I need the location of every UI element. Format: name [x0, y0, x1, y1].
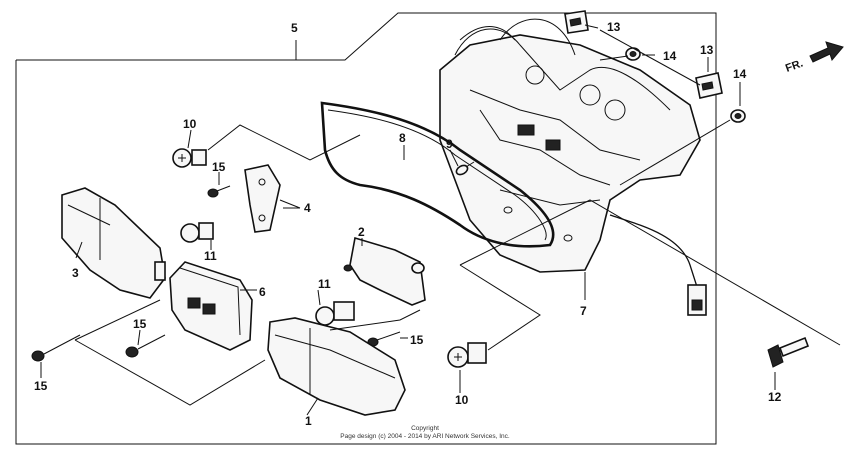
arrow-right-icon — [809, 41, 844, 63]
front-direction-indicator: FR. — [784, 41, 844, 75]
callout-13-upper: 13 — [607, 20, 621, 34]
fr-label: FR. — [784, 57, 805, 74]
callout-1: 1 — [305, 414, 312, 428]
seal-pad-upper — [564, 10, 589, 34]
grommet-lower — [730, 109, 746, 123]
callout-10-upper: 10 — [183, 117, 197, 131]
bulb-left — [180, 222, 214, 243]
callout-9: 9 — [446, 137, 453, 151]
turn-signal-lens-left — [61, 187, 166, 299]
callout-11-left: 11 — [204, 249, 217, 263]
callout-15-lower: 15 — [34, 379, 48, 393]
callout-4: 4 — [304, 201, 311, 215]
bulb-center — [315, 301, 355, 326]
socket-holder — [169, 261, 253, 351]
screw-lower-middle — [125, 334, 166, 358]
callout-2: 2 — [358, 225, 365, 239]
screw-upper — [207, 185, 231, 198]
grommet-upper — [625, 47, 641, 61]
copyright-line-1: Copyright — [411, 425, 439, 432]
bulb-upper-left — [172, 148, 207, 168]
callout-12: 12 — [768, 390, 782, 404]
tail-light-housing — [439, 26, 701, 273]
bulb-lower — [447, 342, 487, 368]
callout-15-upper: 15 — [212, 160, 226, 174]
callout-15-middle: 15 — [133, 317, 147, 331]
seal-pad-lower — [695, 72, 723, 99]
callout-3: 3 — [72, 266, 79, 280]
callout-7: 7 — [580, 304, 587, 318]
callout-14-upper: 14 — [663, 49, 677, 63]
assembly-frame — [15, 12, 717, 445]
screw-center — [367, 331, 401, 347]
guide-lines — [74, 29, 841, 406]
turn-signal-lens-right — [267, 317, 406, 416]
license-bulb — [455, 161, 475, 176]
leader-lines — [40, 24, 776, 416]
callout-15-center: 15 — [410, 333, 424, 347]
callout-5: 5 — [291, 21, 298, 35]
wire-harness — [499, 18, 707, 316]
bracket-center — [343, 236, 426, 306]
callout-8: 8 — [399, 131, 406, 145]
screw-lower-left — [31, 334, 81, 362]
copyright-line-2: Page design (c) 2004 - 2014 by ARI Netwo… — [340, 433, 510, 440]
callout-11-center: 11 — [318, 277, 331, 291]
bracket-right — [244, 164, 301, 233]
callout-13-lower: 13 — [700, 43, 714, 57]
callout-14-lower: 14 — [733, 67, 747, 81]
callout-10-lower: 10 — [455, 393, 469, 407]
callout-6: 6 — [259, 285, 266, 299]
bolt — [767, 336, 810, 368]
